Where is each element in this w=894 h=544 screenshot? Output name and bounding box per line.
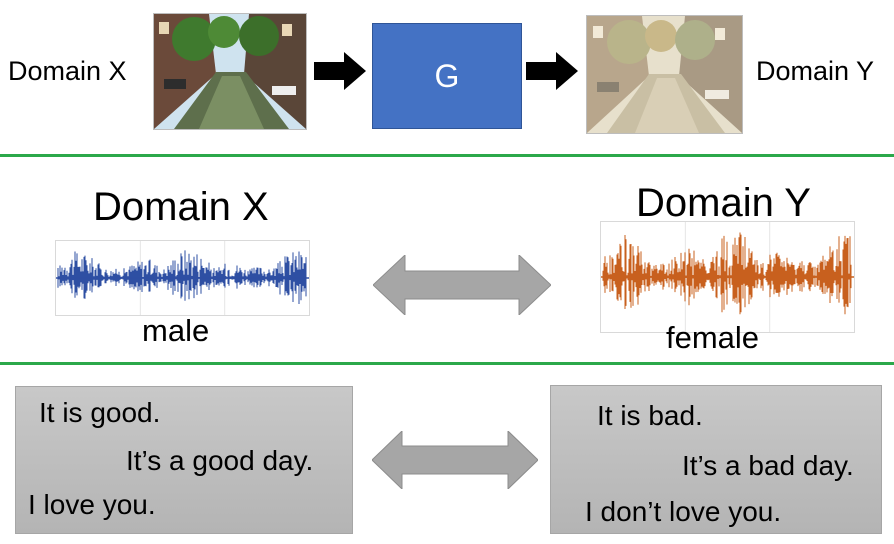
section-divider: [0, 154, 894, 157]
target-sentence: It is bad.: [597, 400, 703, 431]
female-waveform: [600, 221, 855, 333]
canal-photo-input: [153, 13, 307, 130]
canal-painting-output: [586, 15, 743, 134]
canal-photo-icon: [154, 14, 306, 129]
source-sentence: I love you.: [28, 489, 156, 520]
male-caption: male: [142, 313, 210, 348]
generator-box: G: [372, 23, 522, 129]
audio-domain-y-title: Domain Y: [636, 181, 811, 225]
source-sentence: It’s a good day.: [126, 445, 314, 476]
male-waveform: [55, 240, 310, 316]
audio-domain-x-title: Domain X: [93, 185, 269, 229]
domain-y-label: Domain Y: [756, 56, 875, 86]
target-sentence: I don’t love you.: [585, 496, 782, 527]
arrow-right-icon: [526, 52, 578, 95]
domain-x-label: Domain X: [8, 56, 127, 86]
canal-painting-icon: [587, 16, 742, 133]
source-sentence: It is good.: [39, 397, 161, 428]
arrow-right-icon: [314, 52, 366, 95]
section-divider: [0, 362, 894, 365]
double-arrow-icon: [372, 253, 552, 320]
target-text-box: It is bad. It’s a bad day. I don’t love …: [550, 385, 882, 534]
female-caption: female: [666, 320, 760, 355]
double-arrow-icon: [371, 429, 539, 494]
source-text-box: It is good. It’s a good day. I love you.: [15, 386, 353, 534]
target-sentence: It’s a bad day.: [682, 450, 854, 481]
